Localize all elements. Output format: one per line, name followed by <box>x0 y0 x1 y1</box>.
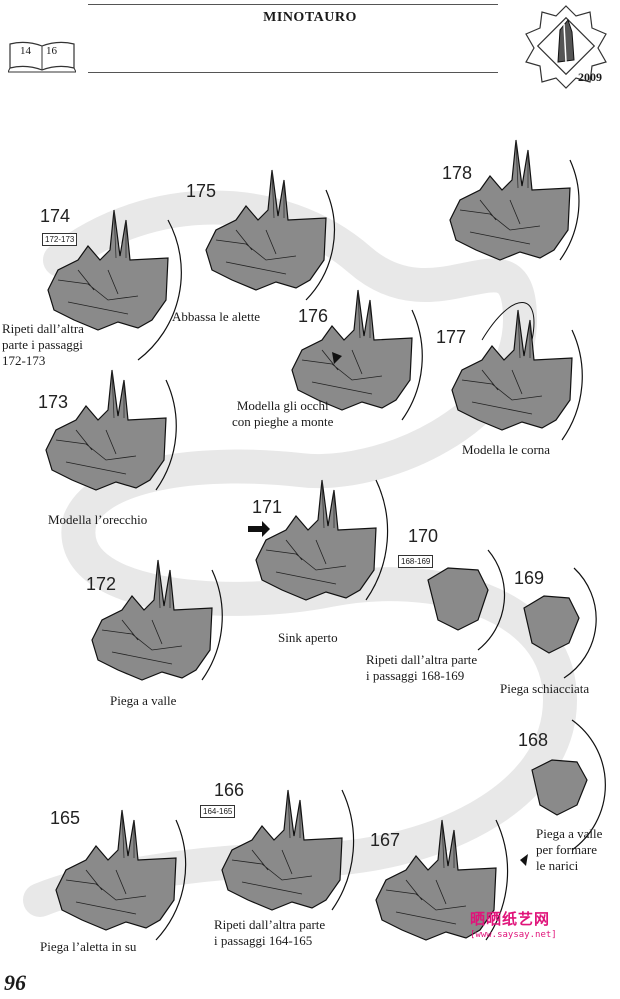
caption-174: Ripeti dall’altra parte i passaggi 172-1… <box>2 321 84 368</box>
step-number-167: 167 <box>370 830 401 850</box>
ref-box-172-173: 172-173 <box>42 233 78 246</box>
diagram-178 <box>449 139 580 261</box>
diagram-177 <box>451 302 583 441</box>
step-number-173: 173 <box>38 392 69 412</box>
step-number-166: 166 <box>214 780 245 800</box>
step-number-168: 168 <box>518 730 549 750</box>
step-number-169: 169 <box>514 568 545 588</box>
diagram-165 <box>55 809 187 941</box>
caption-171: Sink aperto <box>278 630 338 645</box>
caption-175: Abbassa le alette <box>172 309 261 324</box>
open-book-icon <box>8 41 76 73</box>
page-number: 96 <box>4 970 26 995</box>
diagram-173 <box>45 369 177 491</box>
header-bottom-rule <box>88 72 498 73</box>
step-number-177: 177 <box>436 327 467 347</box>
step-number-176: 176 <box>298 306 329 326</box>
diagram-175 <box>205 169 336 301</box>
logo-year: 2009 <box>578 70 602 84</box>
diagram-176 <box>291 289 423 421</box>
step-number-174: 174 <box>40 206 71 226</box>
diagram-167 <box>375 819 509 941</box>
ref-box-164-165: 164-165 <box>200 805 236 818</box>
step-number-170: 170 <box>408 526 439 546</box>
step-number-171: 171 <box>252 497 283 517</box>
book-page-left: 14 <box>20 45 31 57</box>
watermark-url: [www.saysay.net] <box>470 930 557 940</box>
minotauro-logo-icon <box>525 5 607 89</box>
caption-177: Modella le corna <box>462 442 551 457</box>
diagram-166 <box>221 789 355 911</box>
diagram-170 <box>427 549 506 651</box>
caption-169: Piega schiacciata <box>500 681 590 696</box>
flow-arrow-icon <box>520 854 528 866</box>
diagram-168 <box>531 719 606 851</box>
watermark-logo: 晒晒纸艺网 <box>470 910 551 928</box>
step-number-175: 175 <box>186 181 217 201</box>
diagram-169 <box>523 567 597 679</box>
step-number-172: 172 <box>86 574 117 594</box>
flow-band <box>23 190 578 917</box>
ref-box-168-169: 168-169 <box>398 555 434 568</box>
step-number-178: 178 <box>442 163 473 183</box>
diagram-172 <box>91 559 223 681</box>
caption-168: Piega a valle per formare le narici <box>536 826 603 873</box>
page-title: MINOTAURO <box>263 10 357 25</box>
caption-170: Ripeti dall’altra parte i passaggi 168-1… <box>366 652 478 683</box>
caption-173: Modella l’orecchio <box>48 512 148 527</box>
diagram-171 <box>248 479 389 601</box>
step-number-165: 165 <box>50 808 81 828</box>
caption-165: Piega l’aletta in su <box>40 939 137 954</box>
caption-166: Ripeti dall’altra parte i passaggi 164-1… <box>214 917 326 948</box>
caption-176: Modella gli occhi con pieghe a monte <box>232 398 334 429</box>
diagram-174 <box>47 209 182 361</box>
book-page-right: 16 <box>46 45 57 57</box>
header-top-rule <box>88 4 498 5</box>
caption-172: Piega a valle <box>110 693 177 708</box>
